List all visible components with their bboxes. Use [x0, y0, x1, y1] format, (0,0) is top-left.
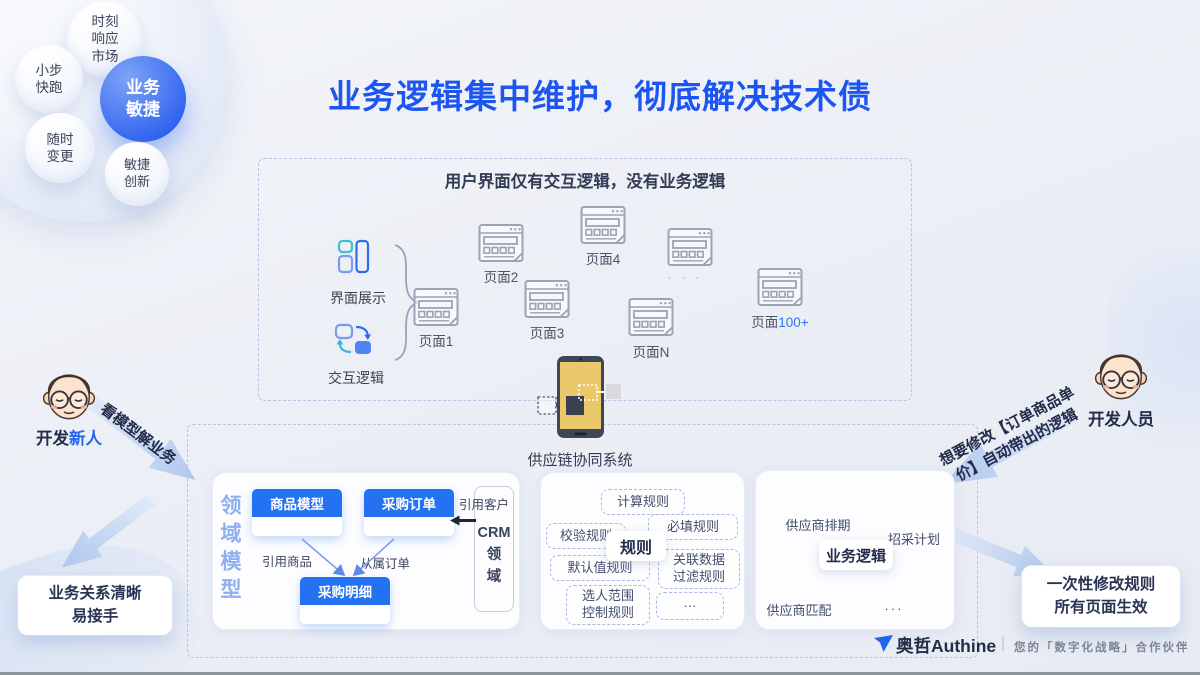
developer-name: 开发人员 [1088, 411, 1154, 429]
footer-divider [1002, 636, 1004, 651]
label-logic-more: ··· [884, 601, 904, 616]
page-label-3: 页面3 [529, 326, 565, 341]
ui-display-label: 界面展示 [330, 290, 386, 306]
rule-chip-linked-filter: 关联数据 过滤规则 [658, 549, 740, 589]
authine-logo-icon [874, 635, 893, 652]
domain-model-side-label: 领域模型 [218, 494, 241, 606]
bubble-change-anytime: 随时 变更 [25, 113, 95, 183]
interaction-logic-icon [334, 323, 371, 354]
callout-clear-relations: 业务关系清晰 易接手 [18, 576, 172, 635]
page-title: 业务逻辑集中维护，彻底解决技术债 [328, 78, 872, 115]
card-product-model-body [252, 517, 342, 536]
page-icon-3 [524, 278, 570, 320]
footer-tagline: 您的「数字化战略」合作伙伴 [1014, 642, 1190, 654]
bubble-agile-innovation: 敏捷 创新 [105, 142, 169, 206]
background-blob-right [1105, 190, 1200, 490]
card-purchase-order-body [364, 517, 454, 536]
page-icon-n [628, 296, 674, 338]
callout-one-time-change: 一次性修改规则 所有页面生效 [1022, 566, 1180, 627]
interaction-logic-label: 交互逻辑 [328, 370, 384, 386]
rules-center-tag: 规则 [606, 531, 666, 561]
page-icon-2 [478, 222, 524, 264]
page-icon-100 [757, 266, 803, 308]
business-logic-tag: 业务逻辑 [819, 540, 893, 570]
card-purchase-detail-body [300, 605, 390, 624]
crm-domain-box: CRM 领 域 [474, 486, 514, 612]
developer-newcomer-name-prefix: 开发 [36, 430, 69, 448]
relation-arrows [301, 538, 395, 577]
ui-display-icon [337, 239, 370, 274]
page-100-count: 100+ [778, 315, 809, 330]
card-purchase-detail-title: 采购明细 [300, 577, 390, 605]
page-label-1: 页面1 [418, 334, 454, 349]
card-product-model: 商品模型 [252, 489, 342, 536]
page-label-4: 页面4 [585, 252, 621, 267]
developer-newcomer-name-highlight: 新人 [69, 430, 102, 448]
card-purchase-order-title: 采购订单 [364, 489, 454, 517]
bottom-edge-strip [0, 672, 1200, 675]
developer-newcomer-name: 开发新人 [20, 425, 118, 449]
bubble-business-agility: 业务 敏捷 [100, 56, 186, 142]
card-purchase-detail: 采购明细 [300, 577, 390, 624]
page-icon-1 [413, 286, 459, 328]
card-purchase-order: 采购订单 [364, 489, 454, 536]
relation-ref-customer: 引用客户 [459, 498, 510, 512]
arrow-crm-to-order [450, 515, 476, 526]
label-supplier-match: 供应商匹配 [766, 603, 832, 618]
phone-icon [537, 356, 621, 438]
ui-panel-heading: 用户界面仅有交互逻辑，没有业务逻辑 [444, 173, 726, 191]
rule-chip-calc: 计算规则 [601, 489, 685, 515]
footer-brand: 奥哲Authine [896, 636, 997, 656]
bubble-small-steps: 小步 快跑 [15, 45, 83, 113]
phone-label: 供应链协同系统 [527, 452, 633, 469]
page-icon-extra [667, 226, 713, 268]
rule-chip-more: ··· [656, 592, 724, 620]
page-100-prefix: 页面 [751, 315, 779, 330]
rule-chip-people-scope: 选人范围 控制规则 [566, 585, 650, 625]
label-supplier-schedule: 供应商排期 [785, 518, 851, 533]
card-product-model-title: 商品模型 [252, 489, 342, 517]
relation-ref-product: 引用商品 [262, 555, 313, 569]
developer-avatar [1092, 342, 1150, 403]
relation-sub-order: 从属订单 [360, 557, 411, 571]
page-label-n: 页面N [632, 345, 670, 360]
label-procurement-plan: 招采计划 [887, 532, 940, 547]
page-icon-4 [580, 204, 626, 246]
page-label-2: 页面2 [483, 270, 519, 285]
page-label-100: 页面100+ [735, 311, 825, 331]
pages-ellipsis: · · · [667, 270, 703, 285]
